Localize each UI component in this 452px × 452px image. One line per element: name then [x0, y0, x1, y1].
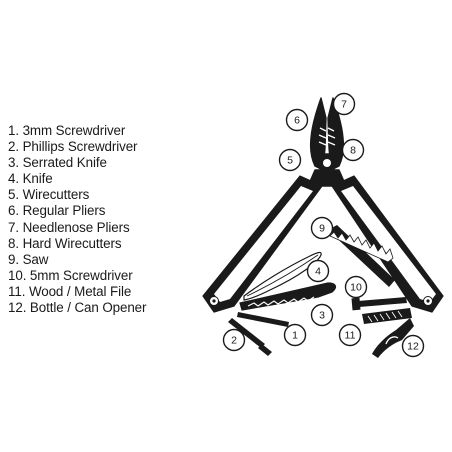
callout-12: 12	[401, 334, 425, 358]
callout-9-label: 9	[319, 223, 325, 235]
legend-item-5mm-screwdriver: 10. 5mm Screwdriver	[8, 267, 133, 283]
serrated-knife-blade	[239, 282, 337, 311]
callout-6-label: 6	[294, 115, 300, 127]
bottle-opener	[372, 318, 414, 358]
callout-5-label: 5	[287, 155, 293, 167]
legend-item-saw: 9. Saw	[8, 251, 49, 267]
callout-12-label: 12	[407, 341, 419, 353]
callout-7-label: 7	[341, 99, 347, 111]
legend-item-wood-metal-file: 11. Wood / Metal File	[8, 283, 132, 299]
legend-item-phillips-screwdriver: 2. Phillips Screwdriver	[8, 139, 138, 155]
callout-3-label: 3	[319, 310, 325, 322]
right-handle	[331, 175, 444, 313]
callout-8: 8	[341, 138, 365, 162]
tool-legend: 1. 3mm Screwdriver 2. Phillips Screwdriv…	[8, 123, 190, 316]
legend-item-hard-wirecutters: 8. Hard Wirecutters	[8, 235, 122, 251]
callout-1: 1	[283, 323, 307, 347]
callout-6: 6	[285, 108, 309, 132]
callout-10-label: 10	[350, 282, 362, 294]
legend-item-serrated-knife: 3. Serrated Knife	[8, 155, 107, 171]
callout-11-label: 11	[345, 330, 356, 342]
knife-blade	[243, 251, 322, 301]
right-handle-inlay	[341, 186, 436, 302]
pliers-left-jaw	[309, 97, 327, 171]
saw-blade	[328, 225, 395, 287]
left-handle-inlay	[214, 186, 313, 302]
legend-item-3mm-screwdriver: 1. 3mm Screwdriver	[8, 123, 126, 138]
callout-8-label: 8	[350, 145, 356, 157]
callout-4: 4	[306, 259, 330, 283]
callout-9: 9	[310, 216, 334, 240]
callout-3: 3	[310, 303, 334, 327]
left-handle	[202, 175, 323, 313]
legend-item-needlenose-pliers: 7. Needlenose Pliers	[8, 219, 130, 235]
callout-10: 10	[344, 275, 368, 299]
callout-1-label: 1	[292, 330, 298, 342]
callout-4-label: 4	[315, 266, 321, 278]
legend-item-knife: 4. Knife	[8, 171, 53, 187]
callout-2: 2	[222, 328, 246, 352]
file-blade	[362, 308, 412, 324]
5mm-screwdriver-bit	[351, 297, 407, 311]
legend-item-regular-pliers: 6. Regular Pliers	[8, 203, 106, 219]
pliers-head	[307, 97, 347, 187]
phillips-screwdriver-bit	[228, 318, 272, 356]
legend-item-wirecutters: 5. Wirecutters	[8, 187, 90, 203]
legend-item-bottle-can-opener: 12. Bottle / Can Opener	[8, 300, 147, 316]
callout-5: 5	[278, 148, 302, 172]
callout-7: 7	[332, 92, 356, 116]
3mm-screwdriver-bit	[237, 312, 289, 327]
callout-11: 11	[338, 323, 362, 347]
callout-2-label: 2	[231, 335, 237, 347]
